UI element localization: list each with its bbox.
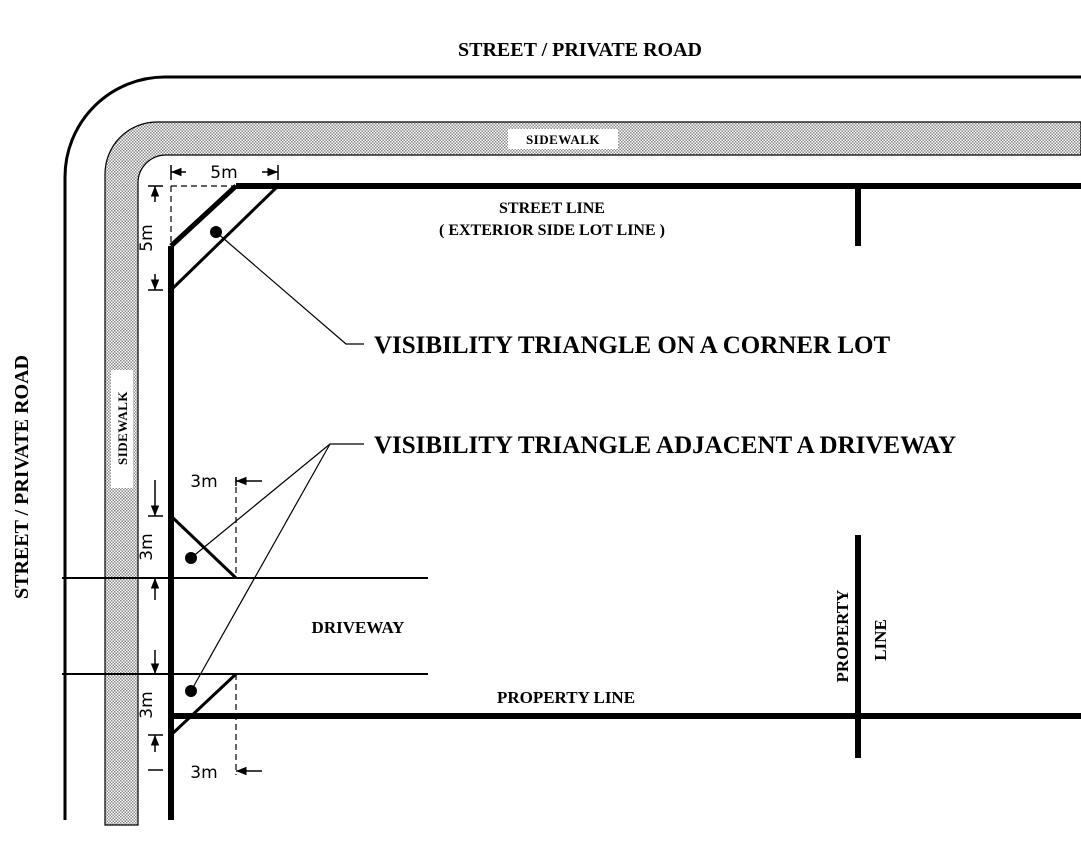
sidewalk-top-label: SIDEWALK xyxy=(526,132,600,147)
driveway-bottom-triangle-marker xyxy=(185,685,197,697)
corner-rounding-line xyxy=(169,184,238,248)
sidewalk-left-label-box xyxy=(111,370,133,488)
property-line-vertical-label-1: PROPERTY xyxy=(833,590,852,683)
driveway-triangle-callout: VISIBILITY TRIANGLE ADJACENT A DRIVEWAY xyxy=(374,432,956,459)
street-line-label: STREET LINE xyxy=(499,200,605,217)
corner-triangle-callout: VISIBILITY TRIANGLE ON A CORNER LOT xyxy=(374,332,890,359)
road-curb-line xyxy=(63,75,1081,820)
street-top-label: STREET / PRIVATE ROAD xyxy=(458,39,702,61)
corner-visibility-triangle xyxy=(169,184,280,292)
sidewalk-band xyxy=(104,121,1081,826)
callout-leaders xyxy=(190,231,364,692)
dim-corner-horizontal: 5m xyxy=(210,163,237,183)
dimension-arrows xyxy=(148,165,279,776)
driveway-top-triangle-marker xyxy=(185,552,197,564)
sidewalk-left-label: SIDEWALK xyxy=(115,391,130,465)
property-line-label: PROPERTY LINE xyxy=(497,688,635,707)
dim-driveway-top-horizontal: 3m xyxy=(190,472,217,492)
dim-driveway-bottom-horizontal: 3m xyxy=(190,763,217,783)
dashed-dimension-guides xyxy=(170,185,237,775)
corner-triangle-marker xyxy=(210,226,222,238)
exterior-side-lot-line-label: ( EXTERIOR SIDE LOT LINE ) xyxy=(439,222,665,239)
sidewalk-top-label-box xyxy=(508,129,618,149)
dim-driveway-bottom-vertical: 3m xyxy=(137,691,157,718)
property-line-vertical-label-2: LINE xyxy=(871,619,890,661)
dim-driveway-top-vertical: 3m xyxy=(137,533,157,560)
street-left-label: STREET / PRIVATE ROAD xyxy=(11,355,33,599)
dim-corner-vertical: 5m xyxy=(137,224,157,251)
driveway-triangle-bottom-leg xyxy=(169,672,238,737)
driveway-label: DRIVEWAY xyxy=(312,618,405,637)
